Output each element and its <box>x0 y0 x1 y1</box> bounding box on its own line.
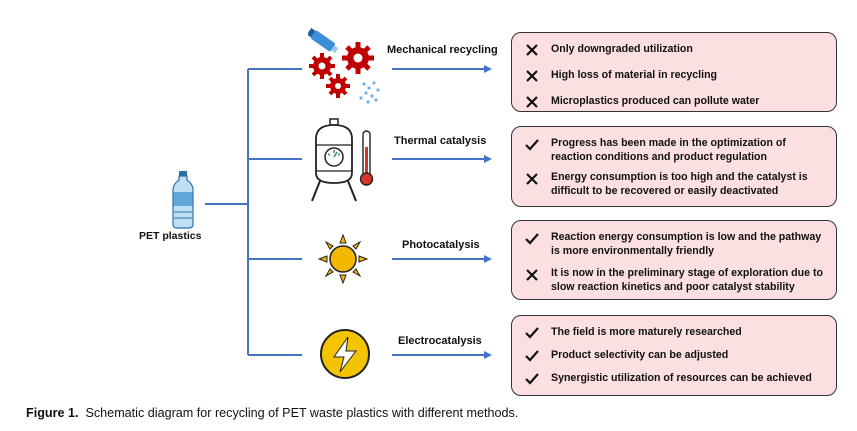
check-icon <box>525 233 539 245</box>
check-icon <box>525 139 539 151</box>
method-label-photo: Photocatalysis <box>402 239 480 251</box>
arrowhead-thermal <box>484 155 492 163</box>
check-icon <box>525 350 539 362</box>
figure-caption-text: Schematic diagram for recycling of PET w… <box>85 406 519 420</box>
mechanical-box: Only downgraded utilization High loss of… <box>511 32 837 112</box>
electrocatalysis-box: The field is more maturely researched Pr… <box>511 315 837 396</box>
arrowhead-mechanical <box>484 65 492 73</box>
cross-icon <box>526 44 538 56</box>
pet-plastics-label: PET plastics <box>139 230 202 242</box>
photocatalysis-box: Reaction energy consumption is low and t… <box>511 220 837 300</box>
arrowhead-electro <box>484 351 492 359</box>
reactor-thermometer-icon <box>311 118 374 202</box>
lightning-icon <box>320 329 370 379</box>
cross-icon <box>526 173 538 185</box>
sun-icon <box>318 234 368 284</box>
method-label-mechanical: Mechanical recycling <box>387 44 498 56</box>
check-icon <box>525 327 539 339</box>
cross-icon <box>526 269 538 281</box>
figure-caption-label: Figure 1. <box>26 406 79 420</box>
thermal-box: Progress has been made in the optimizati… <box>511 126 837 207</box>
cross-icon <box>526 70 538 82</box>
method-label-electro: Electrocatalysis <box>398 335 482 347</box>
bottle-icon <box>172 171 194 229</box>
connector-lines <box>205 65 492 359</box>
arrowhead-photo <box>484 255 492 263</box>
gears-icon <box>308 28 380 104</box>
check-icon <box>525 373 539 385</box>
cross-icon <box>526 96 538 108</box>
pet-recycling-diagram: PET plastics <box>139 28 837 396</box>
method-label-thermal: Thermal catalysis <box>394 135 487 147</box>
figure-caption: Figure 1. Schematic diagram for recyclin… <box>26 406 518 420</box>
